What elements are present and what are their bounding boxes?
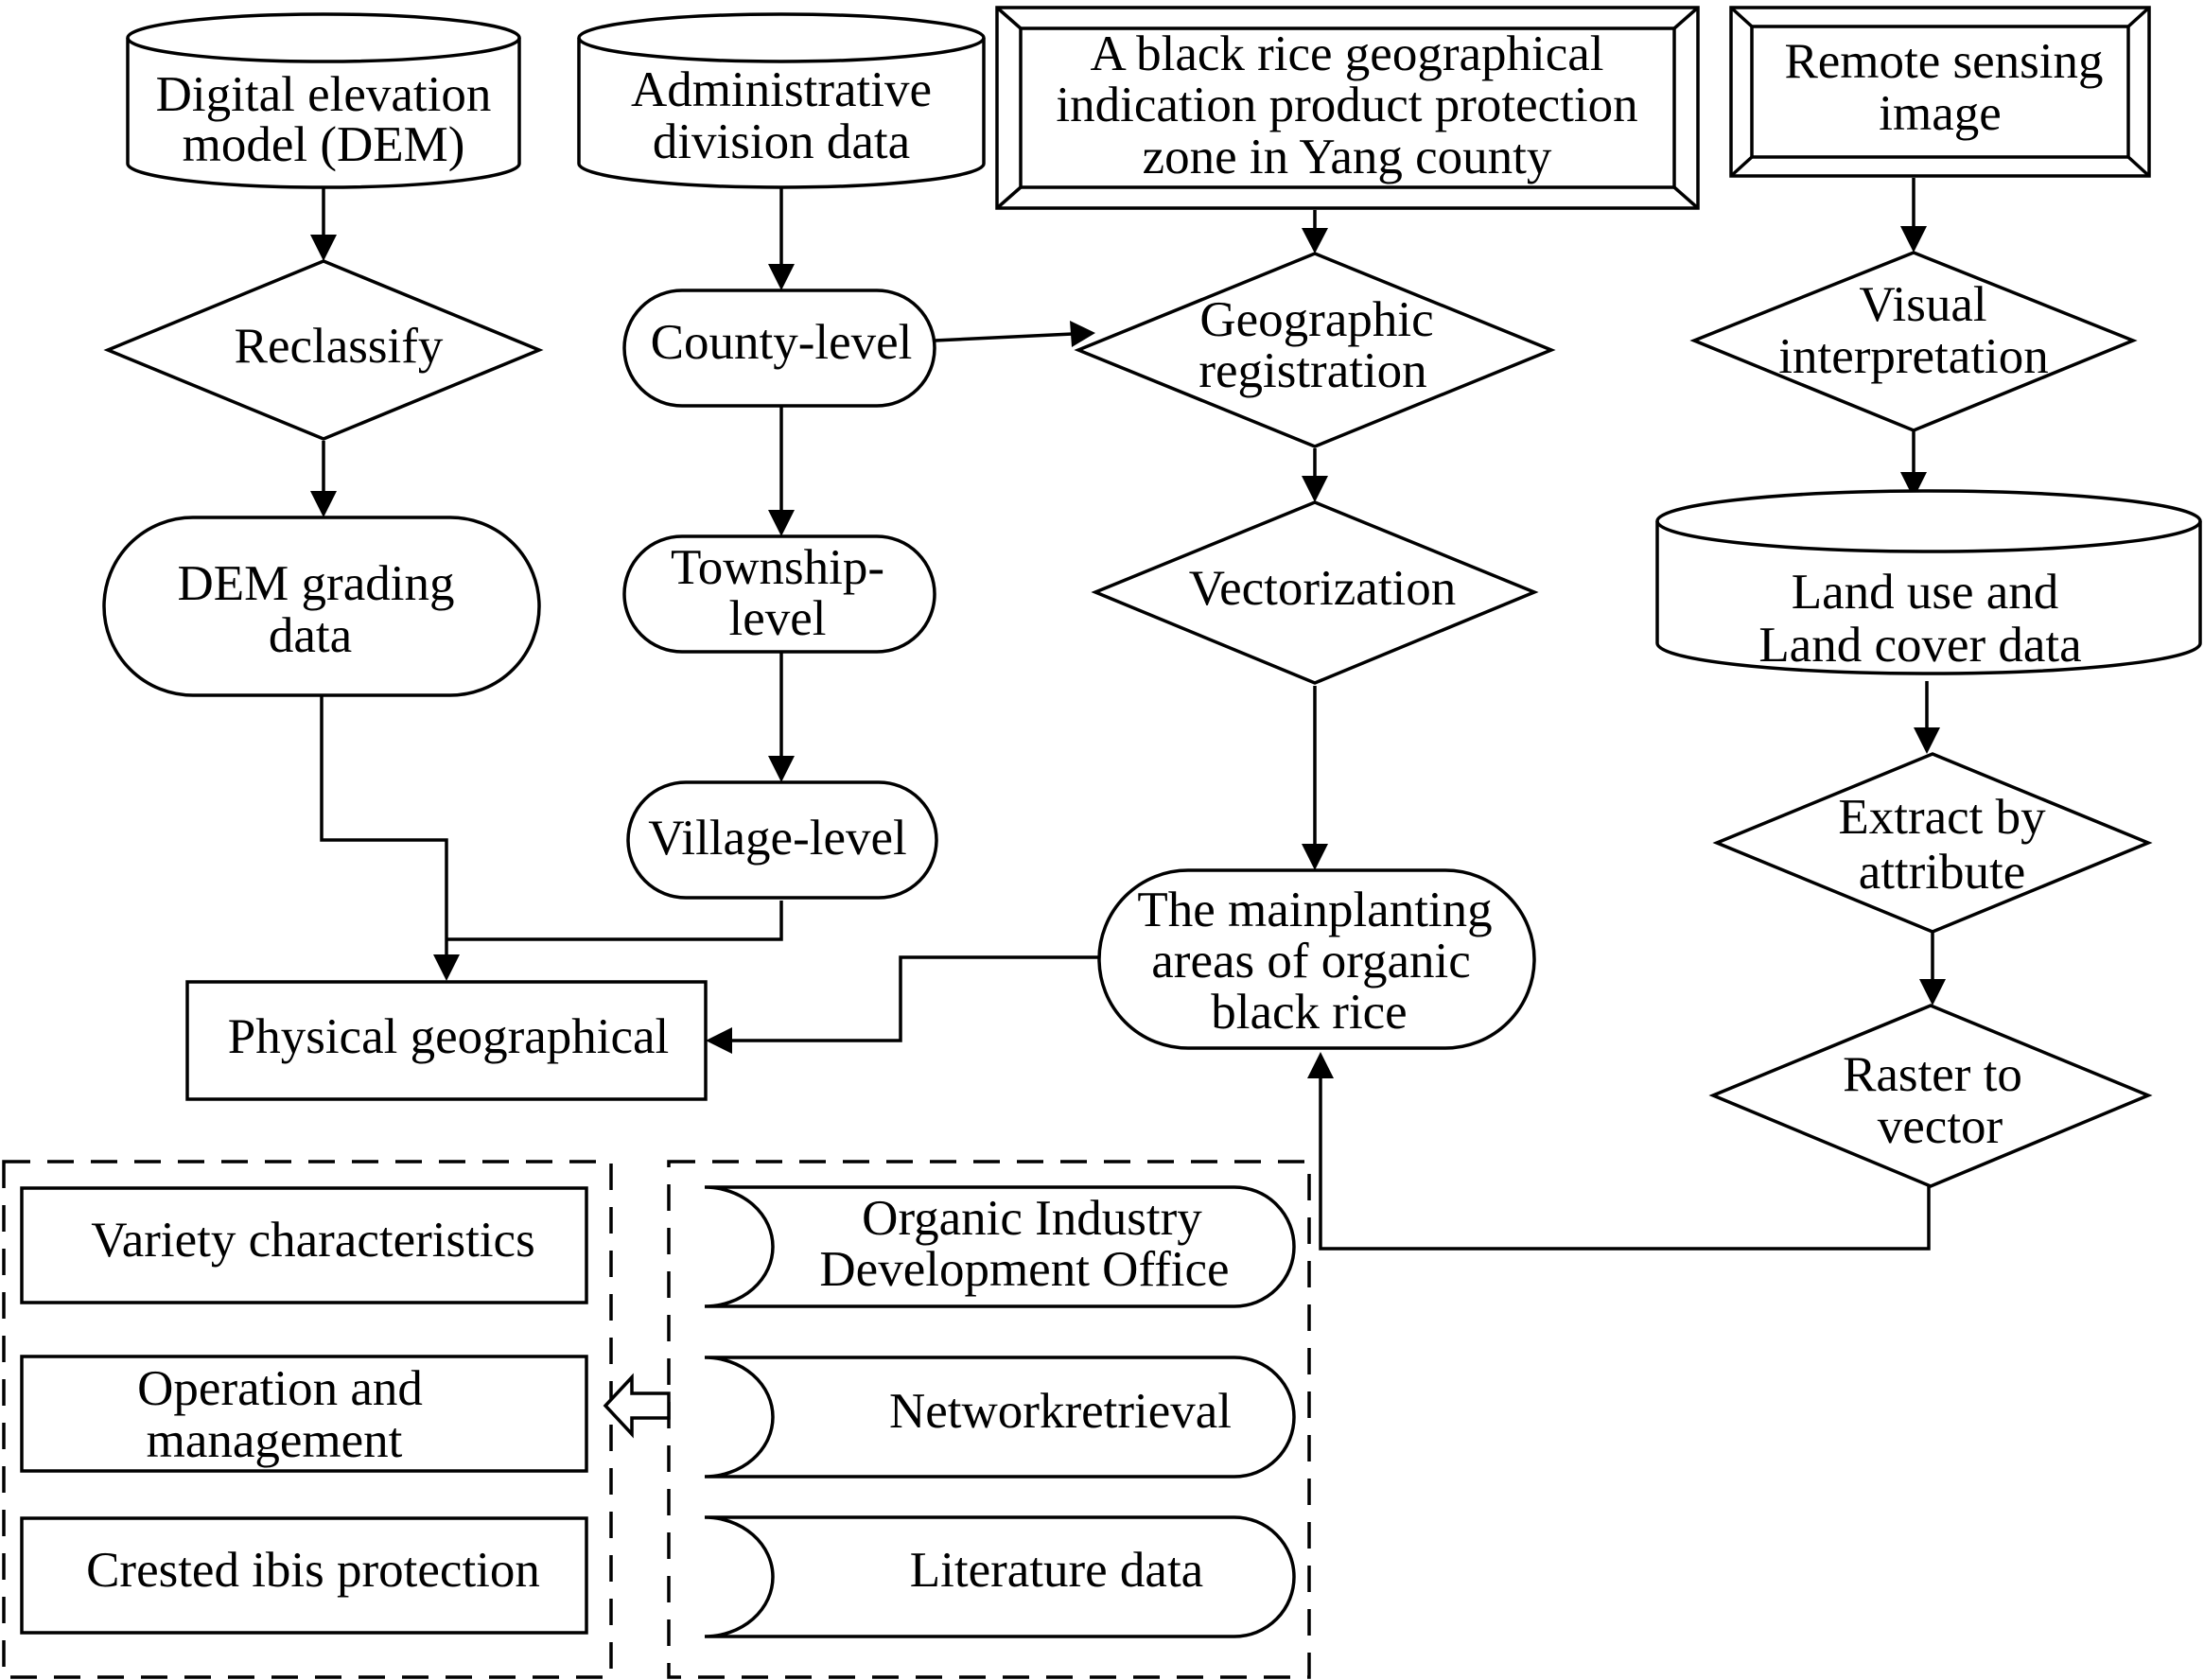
literature-data-node: Literature data: [704, 1515, 1296, 1638]
arrowhead: [1900, 226, 1927, 253]
arrow-raster-to-main-areas: [1319, 1075, 1931, 1251]
operation-management-node: Operation and management: [20, 1355, 588, 1473]
connectors: [310, 178, 1946, 1251]
arrow-county-to-georeg: [934, 332, 1074, 342]
admin-label-line-1: Administrative: [631, 62, 932, 117]
arrowhead: [706, 1027, 732, 1054]
arrowhead: [768, 756, 795, 782]
organic-office-label-line-1: Organic Industry: [862, 1191, 1202, 1246]
hollow-left-arrow-icon: [603, 1373, 671, 1439]
arrowhead: [310, 491, 337, 517]
village-level-node: Village-level: [626, 780, 938, 900]
organic-office-label-line-2: Development Office: [819, 1242, 1229, 1297]
dem-database-node: Digital elevation model (DEM): [126, 12, 521, 189]
variety-characteristics-node: Variety characteristics: [20, 1186, 588, 1304]
main-areas-label-line-3: black rice: [1211, 985, 1407, 1040]
dem-label-line-1: Digital elevation: [156, 67, 492, 122]
rs-label-line-2: image: [1879, 86, 2002, 141]
georeg-label-line-1: Geographic: [1199, 292, 1433, 347]
county-level-node: County-level: [622, 289, 936, 408]
georeg-label-line-2: registration: [1198, 343, 1426, 398]
visual-interpretation-decision-node: Visual interpretation: [1689, 251, 2138, 432]
protection-zone-node: A black rice geographical indication pro…: [995, 6, 1700, 210]
raster-label-line-1: Raster to: [1843, 1047, 2022, 1102]
dem-label-line-2: model (DEM): [183, 117, 465, 172]
admin-label-line-2: division data: [653, 114, 910, 169]
operation-label-line-2: management: [147, 1413, 403, 1468]
arrowhead: [310, 235, 337, 261]
organic-industry-office-node: Organic Industry Development Office: [704, 1185, 1296, 1308]
operation-label-line-1: Operation and: [137, 1361, 423, 1416]
physical-label: Physical geographical: [228, 1009, 670, 1064]
dem-grading-label-line-1: DEM grading: [178, 556, 455, 611]
township-level-node: Township- level: [622, 534, 936, 654]
reclassify-label: Reclassify: [235, 319, 444, 374]
arrowhead: [1307, 1052, 1334, 1078]
raster-label-line-2: vector: [1878, 1099, 2003, 1154]
extract-by-attribute-decision-node: Extract by attribute: [1712, 752, 2153, 934]
dem-grading-data-node: DEM grading data: [102, 516, 541, 697]
arrowhead: [768, 264, 795, 290]
dem-grading-label-line-2: data: [269, 608, 352, 663]
extract-label-line-2: attribute: [1859, 845, 2026, 900]
township-label-line-2: level: [729, 591, 827, 646]
landuse-label-line-2: Land cover data: [1758, 618, 2081, 673]
arrowhead: [1070, 321, 1095, 347]
arrowhead: [1302, 228, 1328, 254]
landuse-label-line-1: Land use and: [1792, 565, 2059, 620]
admin-division-database-node: Administrative division data: [577, 12, 986, 189]
geographic-registration-decision-node: Geographic registration: [1074, 252, 1556, 448]
main-planting-areas-node: The mainplanting areas of organic black …: [1097, 868, 1536, 1050]
county-label: County-level: [651, 315, 913, 370]
vectorization-decision-node: Vectorization: [1091, 500, 1539, 685]
arrowhead: [1900, 472, 1927, 499]
arrowhead: [768, 510, 795, 536]
arrowhead: [1302, 476, 1328, 502]
arrowhead: [1302, 844, 1328, 870]
arrowhead: [1919, 979, 1946, 1006]
ibis-label: Crested ibis protection: [86, 1543, 540, 1598]
township-label-line-1: Township-: [671, 540, 884, 595]
crested-ibis-protection-node: Crested ibis protection: [20, 1516, 588, 1635]
literature-label: Literature data: [910, 1543, 1203, 1598]
zone-label-line-2: indication product protection: [1056, 78, 1637, 132]
arrow-dem-grading-to-physical: [320, 696, 448, 958]
remote-sensing-image-node: Remote sensing image: [1729, 6, 2151, 178]
variety-label: Variety characteristics: [91, 1213, 534, 1268]
vectorization-label: Vectorization: [1189, 561, 1457, 616]
village-label: Village-level: [648, 811, 906, 866]
raster-to-vector-decision-node: Raster to vector: [1708, 1004, 2153, 1188]
zone-label-line-3: zone in Yang county: [1143, 130, 1552, 184]
zone-label-line-1: A black rice geographical: [1091, 26, 1604, 81]
line-village-to-physical: [446, 901, 783, 941]
arrowhead: [433, 954, 460, 981]
network-label: Networkretrieval: [889, 1384, 1232, 1439]
main-areas-label-line-1: The mainplanting: [1137, 883, 1492, 937]
main-areas-label-line-2: areas of organic: [1151, 934, 1470, 989]
physical-geographical-node: Physical geographical: [185, 980, 708, 1101]
arrow-main-areas-to-physical: [728, 955, 1099, 1042]
network-retrieval-node: Networkretrieval: [704, 1356, 1296, 1479]
rs-label-line-1: Remote sensing: [1784, 34, 2103, 89]
land-use-database-node: Land use and Land cover data: [1655, 489, 2202, 675]
visual-label-line-2: interpretation: [1778, 329, 2049, 384]
extract-label-line-1: Extract by: [1838, 790, 2046, 845]
arrowhead: [1914, 727, 1940, 754]
reclassify-decision-node: Reclassify: [103, 259, 544, 441]
visual-label-line-1: Visual: [1859, 277, 1986, 332]
